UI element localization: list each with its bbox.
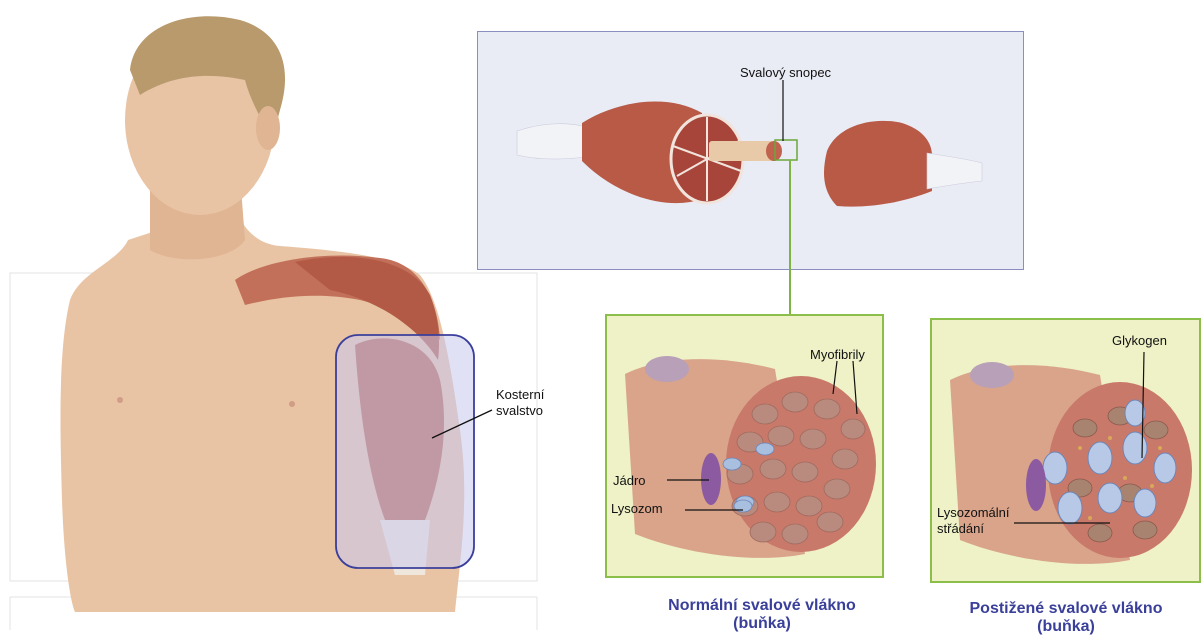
- caption-affected-line2: (buňka): [928, 618, 1202, 636]
- caption-affected-fiber: Postižené svalové vlákno (buňka): [928, 600, 1202, 636]
- caption-normal-line2: (buňka): [612, 615, 912, 633]
- affected-fiber-illustration: [930, 318, 1201, 583]
- human-torso-illustration: [0, 0, 560, 637]
- caption-normal-fiber: Normální svalové vlákno (buňka): [612, 597, 912, 633]
- label-skeletal-muscle-line2: svalstvo: [496, 403, 543, 418]
- label-lysosome: Lysozom: [611, 501, 663, 516]
- label-glycogen: Glykogen: [1112, 333, 1167, 348]
- label-nucleus: Jádro: [613, 473, 646, 488]
- connector-line: [780, 160, 810, 320]
- label-myofibrils: Myofibrily: [810, 347, 865, 362]
- label-lysosomal-storage-line1: Lysozomální: [937, 505, 1010, 520]
- label-skeletal-muscle-line1: Kosterní: [496, 387, 544, 402]
- caption-normal-line1: Normální svalové vlákno: [612, 597, 912, 615]
- caption-affected-line1: Postižené svalové vlákno: [928, 600, 1202, 618]
- label-muscle-bundle: Svalový snopec: [740, 65, 831, 80]
- label-lysosomal-storage-line2: střádání: [937, 521, 984, 536]
